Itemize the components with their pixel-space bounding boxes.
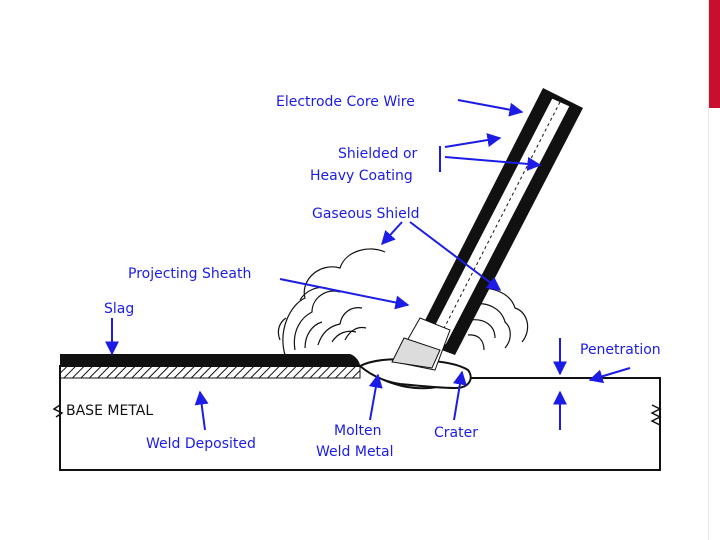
label-gaseous-shield: Gaseous Shield	[312, 206, 420, 222]
label-arrows	[105, 99, 631, 431]
weld-deposited-layer	[59, 365, 361, 379]
label-base-metal: BASE METAL	[66, 403, 153, 419]
edge-line	[708, 0, 709, 540]
label-penetration: Penetration	[580, 342, 661, 358]
accent-bar	[709, 0, 720, 108]
gaseous-shield-cloud	[277, 248, 529, 356]
slag-layer	[60, 354, 360, 366]
label-shielded-or: Shielded or	[338, 146, 418, 162]
label-projecting-sheath: Projecting Sheath	[128, 266, 251, 282]
label-heavy-coating: Heavy Coating	[310, 168, 413, 184]
label-weld-metal: Weld Metal	[316, 444, 394, 460]
break-mark	[650, 404, 662, 426]
label-molten: Molten	[334, 423, 382, 439]
label-crater: Crater	[434, 425, 478, 441]
label-slag: Slag	[104, 301, 134, 317]
label-electrode-core-wire: Electrode Core Wire	[276, 94, 415, 110]
label-weld-deposited: Weld Deposited	[146, 436, 256, 452]
